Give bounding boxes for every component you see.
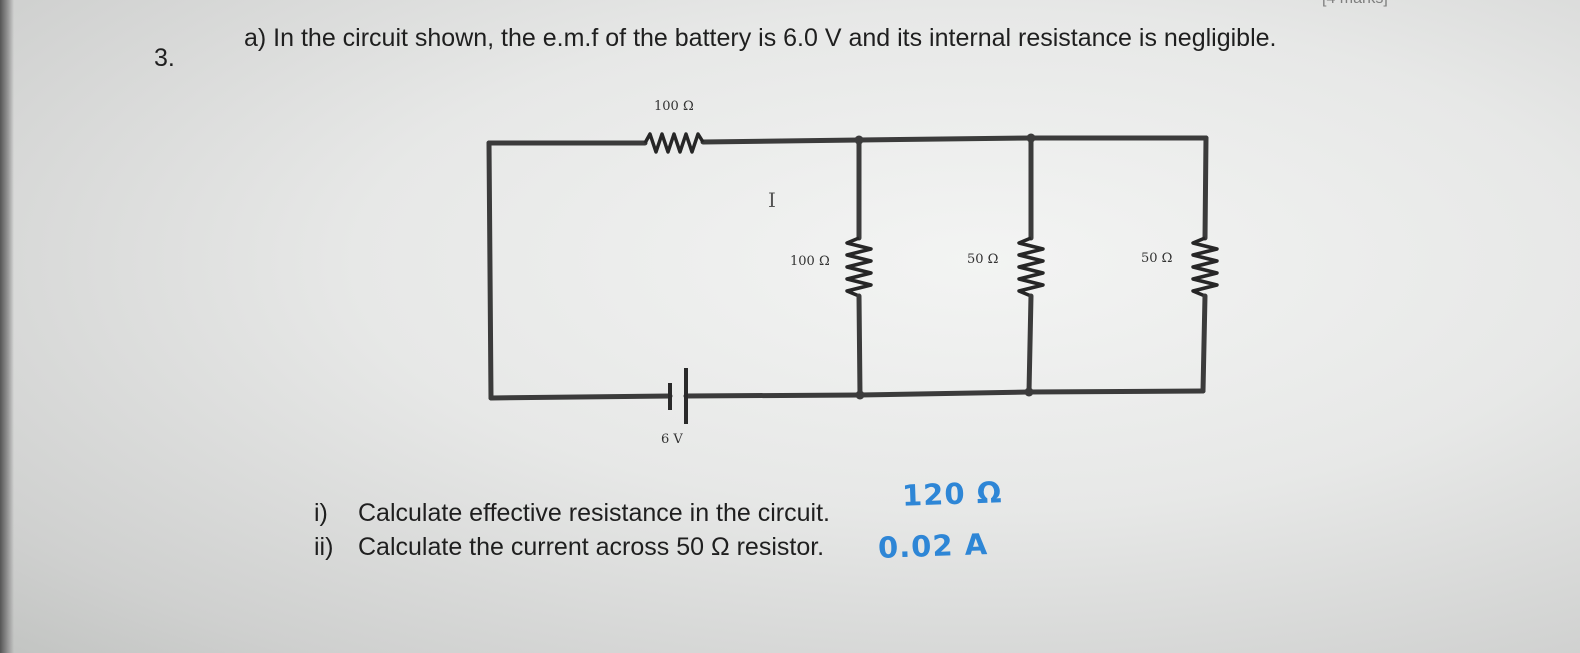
question-intro: a) In the circuit shown, the e.m.f of th… bbox=[244, 24, 1277, 52]
wire-bottom-left bbox=[488, 393, 673, 401]
wire-left bbox=[486, 140, 494, 401]
top-resistor-label: 100 Ω bbox=[654, 99, 694, 114]
junction-dot bbox=[854, 135, 864, 145]
question-i-text: Calculate effective resistance in the ci… bbox=[358, 499, 830, 527]
branch3-label: 50 Ω bbox=[1141, 251, 1172, 266]
top-resistor-100 bbox=[643, 132, 705, 154]
question-i-number: i) bbox=[314, 499, 328, 527]
wire-top-mid bbox=[700, 135, 1209, 145]
branch2-label: 50 Ω bbox=[967, 252, 998, 267]
junction-dot bbox=[1024, 387, 1034, 397]
question-ii-number: ii) bbox=[314, 533, 334, 561]
handwritten-answer-1: 120 Ω bbox=[901, 475, 1003, 513]
wire-bottom-right bbox=[683, 388, 1206, 399]
branch1-label: 100 Ω bbox=[790, 254, 830, 269]
handwritten-answer-2: 0.02 A bbox=[877, 527, 989, 565]
question-number: 3. bbox=[154, 44, 175, 72]
branch3-resistor-50 bbox=[1191, 236, 1219, 298]
photo-edge-shadow bbox=[0, 0, 14, 653]
branch2-wire-lower bbox=[1026, 293, 1034, 395]
junction-dot bbox=[855, 390, 865, 400]
marks-corner-text: [4 marks] bbox=[1322, 0, 1388, 8]
battery-label: 6 V bbox=[661, 432, 683, 447]
branch1-wire-lower bbox=[856, 293, 863, 398]
branch3-wire-lower bbox=[1200, 293, 1208, 394]
question-ii-text: Calculate the current across 50 Ω resist… bbox=[358, 533, 825, 561]
branch3-wire-upper bbox=[1202, 135, 1209, 241]
junction-dot bbox=[1026, 133, 1036, 143]
branch1-resistor-100 bbox=[845, 236, 873, 298]
current-label: I bbox=[768, 188, 776, 212]
branch2-resistor-50 bbox=[1017, 236, 1045, 298]
